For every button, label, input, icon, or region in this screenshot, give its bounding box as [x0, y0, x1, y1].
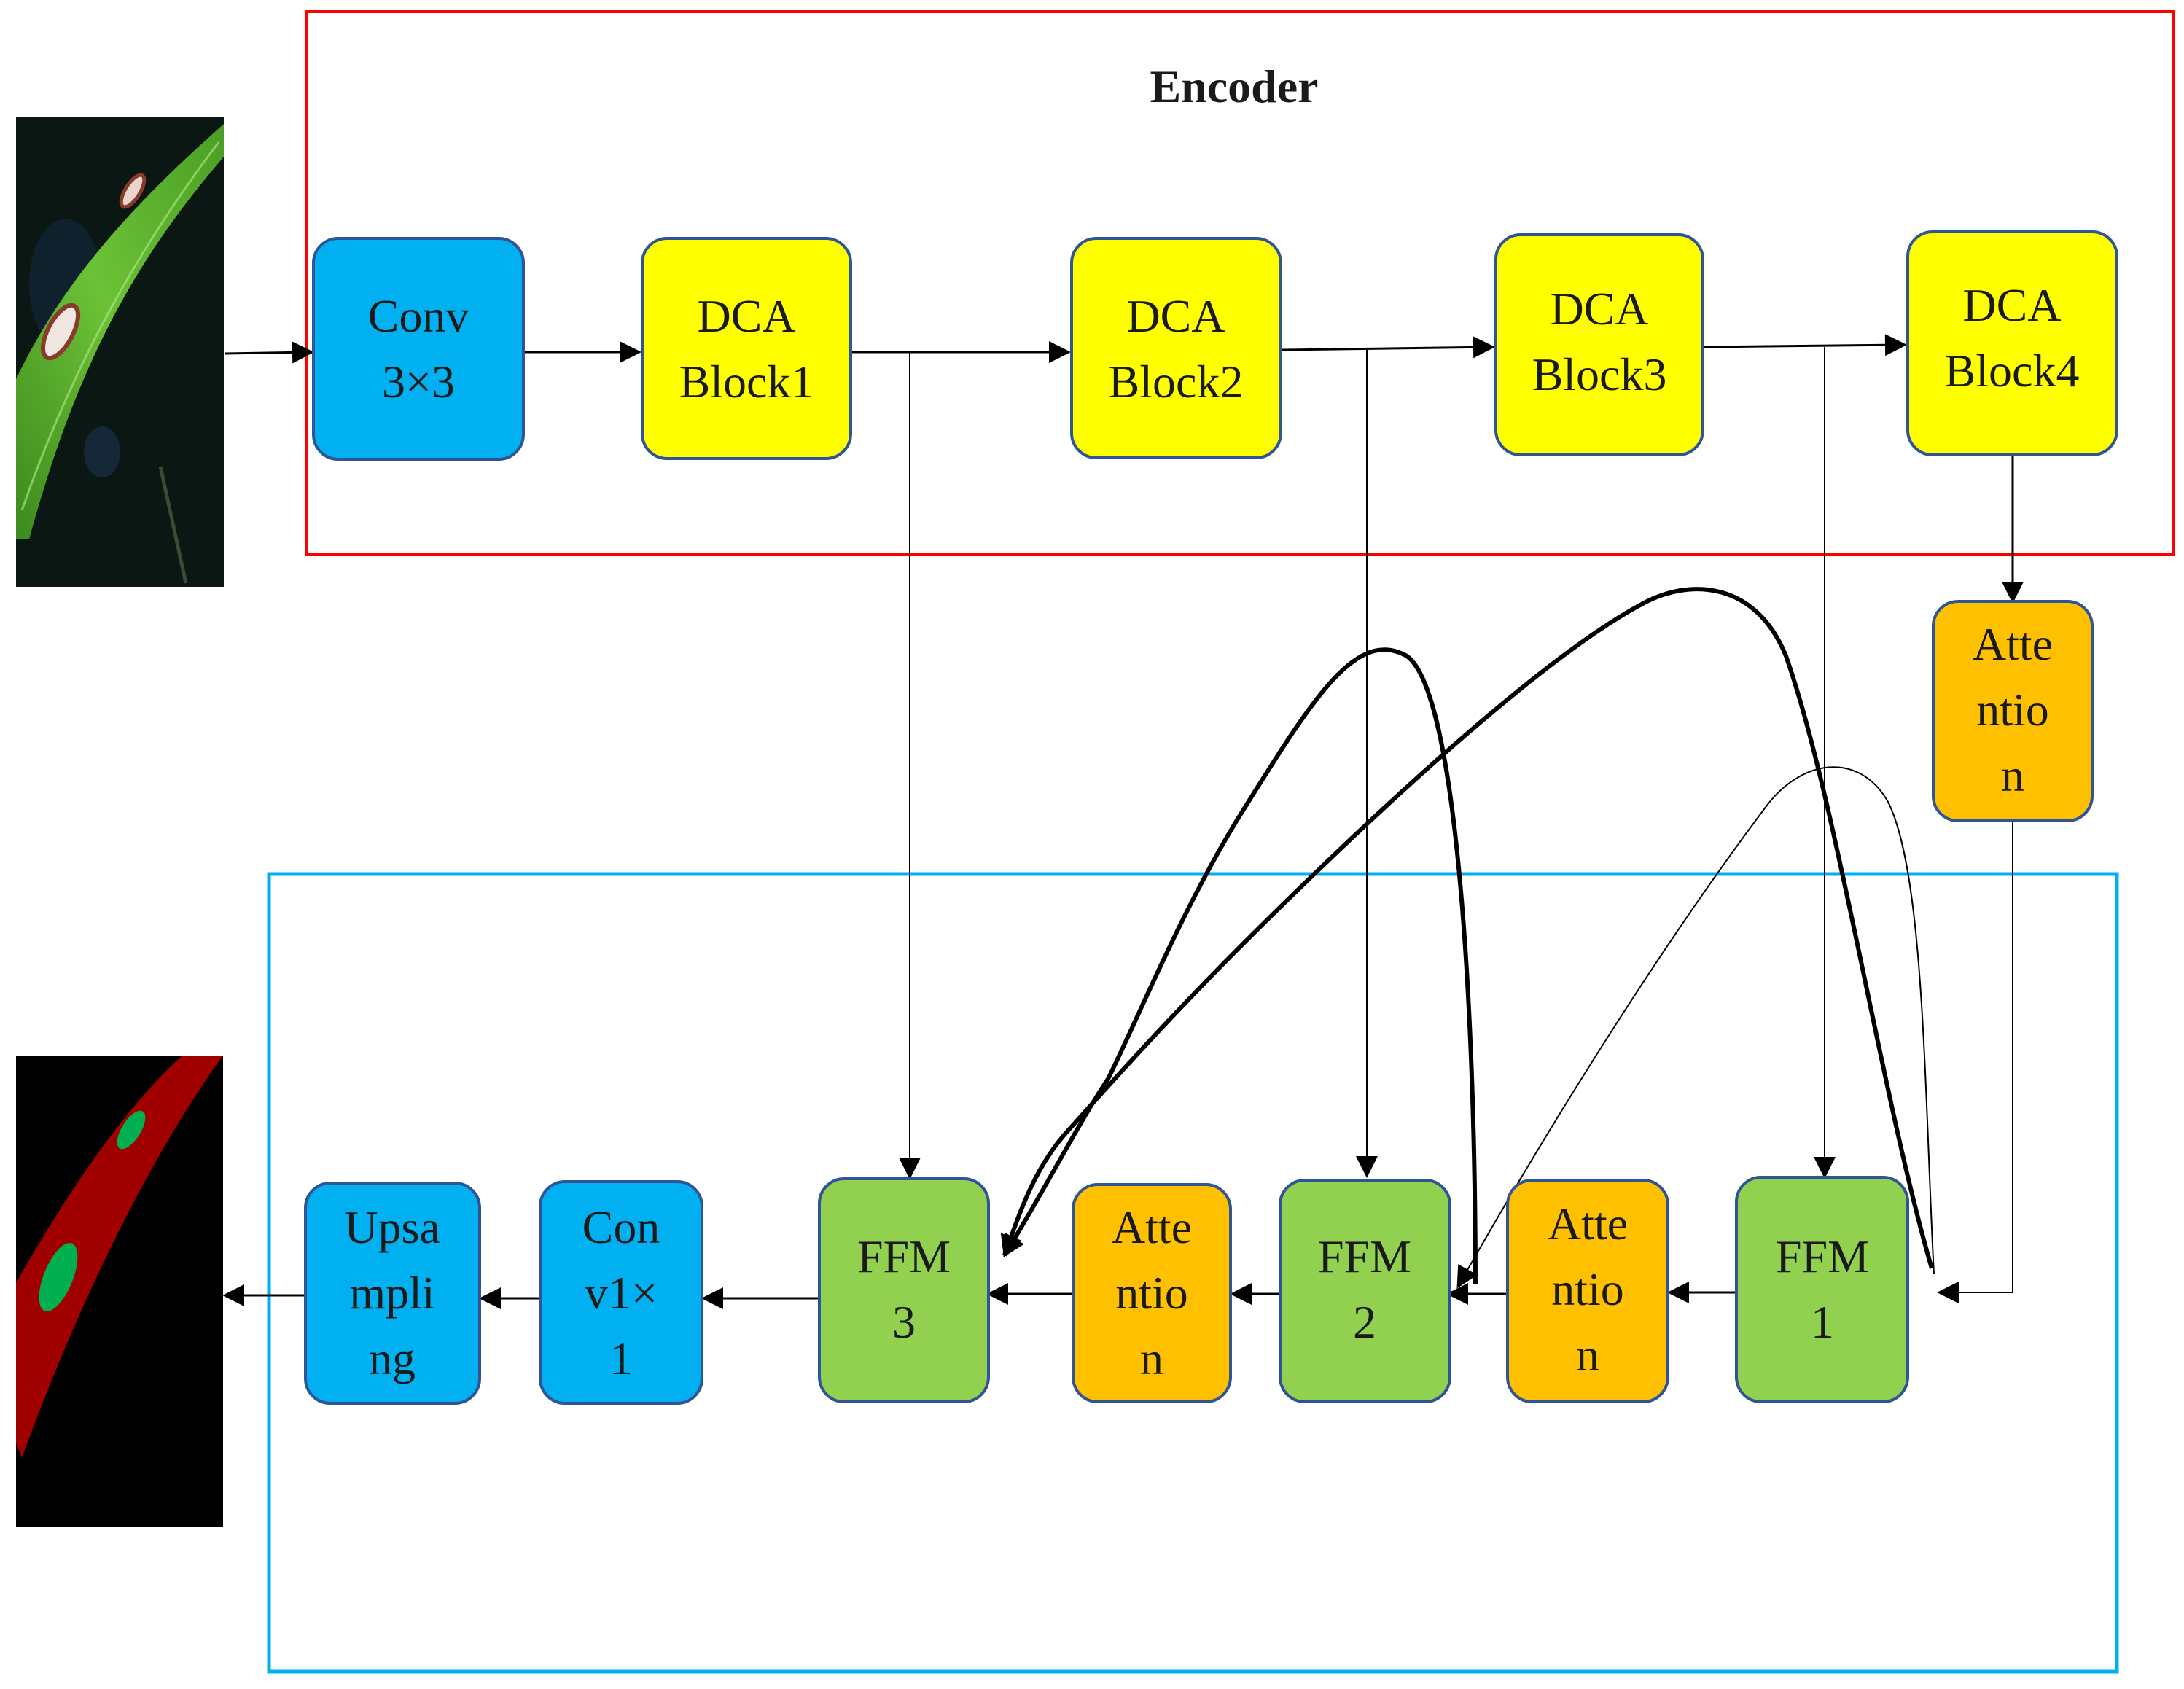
ffm3-label-line2: 3 — [892, 1296, 916, 1348]
arrow-input-to-conv — [225, 341, 314, 364]
attention-block-mid: Atte ntio n — [1506, 1179, 1669, 1403]
dca-block2-label-line1: DCA — [1126, 290, 1225, 342]
attention-top-label-line1: Atte — [1973, 618, 2053, 670]
decoder-frame — [267, 872, 2119, 1674]
arc-ffm1-to-ffm2 — [1456, 766, 1935, 1289]
attention-mid-label-line3: n — [1576, 1329, 1599, 1381]
ffm1-label-line1: FFM — [1776, 1230, 1869, 1282]
conv1x1-label-line3: 1 — [609, 1333, 633, 1384]
dca-block3: DCA Block3 — [1494, 233, 1704, 456]
ffm2-label-line2: 2 — [1353, 1296, 1376, 1348]
connectors — [222, 334, 2024, 1309]
arrow-dca2-to-dca3 — [1280, 336, 1495, 359]
attention-top-label-line2: ntio — [1976, 684, 2049, 736]
ffm1-block: FFM 1 — [1735, 1176, 1909, 1403]
dca-block4-label-line2: Block4 — [1945, 345, 2080, 397]
encoder-title: Encoder — [1150, 61, 1318, 112]
attention-block-top: Atte ntio n — [1932, 600, 2094, 822]
input-leaf-image — [16, 117, 224, 587]
dca-block2: DCA Block2 — [1070, 237, 1282, 459]
arrow-attention-to-ffm1 — [1937, 821, 2013, 1303]
attention-block-low: Atte ntio n — [1072, 1183, 1232, 1403]
attention-mid-label-line1: Atte — [1548, 1198, 1628, 1249]
conv1x1-block: Con v1× 1 — [539, 1180, 703, 1405]
attention-mid-label-line2: ntio — [1551, 1263, 1624, 1315]
ffm2-block: FFM 2 — [1279, 1179, 1451, 1403]
ffm1-label-line2: 1 — [1811, 1296, 1834, 1348]
ffm2-label-line1: FFM — [1318, 1230, 1411, 1282]
dca-block3-label-line2: Block3 — [1532, 348, 1667, 400]
upsampling-block: Upsa mpli ng — [304, 1182, 481, 1405]
dca-block3-label-line1: DCA — [1550, 283, 1648, 335]
dca-block1: DCA Block1 — [641, 237, 852, 460]
dca-block2-label-line2: Block2 — [1109, 356, 1244, 407]
attention-low-label-line3: n — [1140, 1333, 1163, 1384]
conv3x3-block: Conv 3×3 — [312, 237, 525, 461]
ffm3-label-line1: FFM — [857, 1230, 951, 1282]
upsampling-label-line2: mpli — [349, 1267, 434, 1319]
output-segmentation-mask — [16, 1056, 223, 1527]
arrow-dca3-to-dca4 — [1702, 334, 1907, 356]
encoder-frame — [305, 10, 2175, 556]
dca-block1-label-line1: DCA — [697, 290, 795, 342]
attention-low-label-line1: Atte — [1112, 1201, 1192, 1253]
conv1x1-label-line1: Con — [582, 1201, 660, 1253]
conv1x1-label-line2: v1× — [585, 1267, 658, 1319]
dca-block1-label-line2: Block1 — [679, 356, 814, 407]
conv3x3-label-line1: Conv — [368, 290, 469, 342]
dca-block4-label-line1: DCA — [1962, 279, 2061, 331]
attention-low-label-line2: ntio — [1115, 1267, 1188, 1319]
dca-block4: DCA Block4 — [1906, 230, 2118, 456]
ffm3-block: FFM 3 — [818, 1177, 990, 1403]
upsampling-label-line3: ng — [369, 1333, 416, 1384]
conv3x3-label-line2: 3×3 — [382, 356, 455, 407]
attention-top-label-line3: n — [2001, 749, 2024, 801]
upsampling-label-line1: Upsa — [344, 1201, 440, 1253]
arc-ffm1-to-ffm3 — [1000, 587, 1934, 1269]
